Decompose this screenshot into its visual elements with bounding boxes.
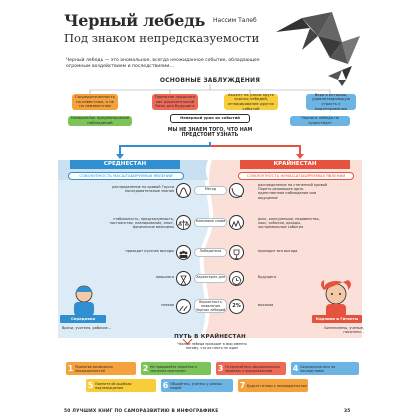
- author-name: Нассим Талеб: [213, 17, 257, 24]
- extremistan-row-5: высокая: [258, 303, 274, 307]
- mediocristan-row-1: распределение по кривой Гаусса последова…: [112, 185, 174, 194]
- misconception-box-1: Сосредоточенность на известном, а не на …: [72, 94, 118, 110]
- key-lesson-text: МЫ НЕ ЗНАЕМ ТОГО, ЧТО НАМ ПРЕДСТОИТ УЗНА…: [167, 128, 253, 138]
- page-subtitle: Под знаком непредсказуемости: [64, 31, 260, 45]
- misconception-box-5: Намеренное преуменьшение наблюдений: [68, 116, 132, 126]
- misconception-box-4: Вера в историю, удовлетворяющую страсть …: [306, 92, 356, 110]
- chaos-icon: [229, 215, 244, 230]
- large-origami-swan-icon: [276, 12, 360, 64]
- mediocristan-label: Середняки: [60, 315, 106, 323]
- percent-icon: 2%: [229, 299, 244, 314]
- pill-probability: Вероятность появления Черных лебедей: [194, 299, 227, 313]
- extremistan-sub: СОВОКУПНОСТЬ НЕМАСШТАБИРУЕМЫХ ЯВЛЕНИЙ: [238, 172, 354, 180]
- extremistan-label: Карлики и Гиганты: [312, 315, 362, 323]
- mediocristan-row-5: низкая: [161, 303, 174, 307]
- misconception-box-2: Принятие прошлого как доказательной базы…: [152, 94, 198, 110]
- extremistan-band: КРАЙНЕСТАН: [240, 160, 350, 169]
- average-people-illustration: [74, 285, 94, 316]
- extremistan-row-1: распределение по степенной кривой Парето…: [258, 183, 328, 200]
- pill-keywords: Ключевые слова: [194, 218, 227, 227]
- mediocristan-sub: СОВОКУПНОСТЬ МАСШТАБИРУЕМЫХ ЯВЛЕНИЙ: [68, 172, 184, 180]
- mediocristan-band: СРЕДНЕСТАН: [70, 160, 180, 169]
- misconception-box-7: Черного лебедя не существует: [290, 116, 350, 126]
- extremistan-caption: Бизнесмены, ученые, писатели...: [324, 326, 364, 335]
- misconception-box-3: Акцент на узком круге черных лебедей, иг…: [224, 92, 278, 110]
- pill-method: Метод: [194, 186, 227, 195]
- swans-icon: [176, 299, 191, 314]
- split-arrows: [116, 142, 304, 159]
- path-heading: ПУТЬ В КРАЙНЕСТАН: [174, 334, 246, 340]
- page-number: 35: [344, 409, 351, 414]
- extremistan-row-4: будущего: [258, 275, 277, 279]
- path-note: Черные лебеди приходят в мир именно пото…: [177, 342, 247, 350]
- trophy-icon: [229, 245, 244, 260]
- giants-illustration: [321, 280, 351, 318]
- mediocristan-row-2: стабильность, предсказуемость, постоянст…: [109, 217, 174, 230]
- misconception-box-6: Неверный урок из событий: [170, 114, 250, 123]
- hourglass-icon: [176, 271, 191, 286]
- future-icon: [229, 271, 244, 286]
- origami-swans-illustration: [276, 12, 360, 86]
- extremistan-row-3: приходит вся выгода: [258, 249, 298, 253]
- bell-curve-icon: [176, 183, 191, 198]
- footer-book-title: 50 ЛУЧШИХ КНИГ ПО САМОРАЗВИТИЮ В ИНФОГРА…: [64, 409, 219, 414]
- misconceptions-heading: ОСНОВНЫЕ ЗАБЛУЖДЕНИЯ: [159, 77, 261, 84]
- pareto-curve-icon: [229, 183, 244, 198]
- intro-text: Черный лебедь — это аномальное, всегда н…: [66, 58, 260, 70]
- group-icon: [176, 245, 191, 260]
- mediocristan-row-4: прошлого: [155, 275, 174, 279]
- mediocristan-caption: Врачи, учителя, рабочие...: [62, 326, 112, 330]
- small-origami-swan-icon: [328, 66, 352, 86]
- pill-typical: Характерно для: [194, 274, 227, 283]
- scales-icon: [176, 215, 191, 230]
- extremistan-row-2: риск, конкуренция, неравенство, хаос, со…: [258, 217, 320, 230]
- pill-winners: Победители: [194, 248, 227, 257]
- mediocristan-row-3: приходит кусочек выгоды: [125, 249, 174, 253]
- page-title: Черный лебедь: [64, 11, 206, 30]
